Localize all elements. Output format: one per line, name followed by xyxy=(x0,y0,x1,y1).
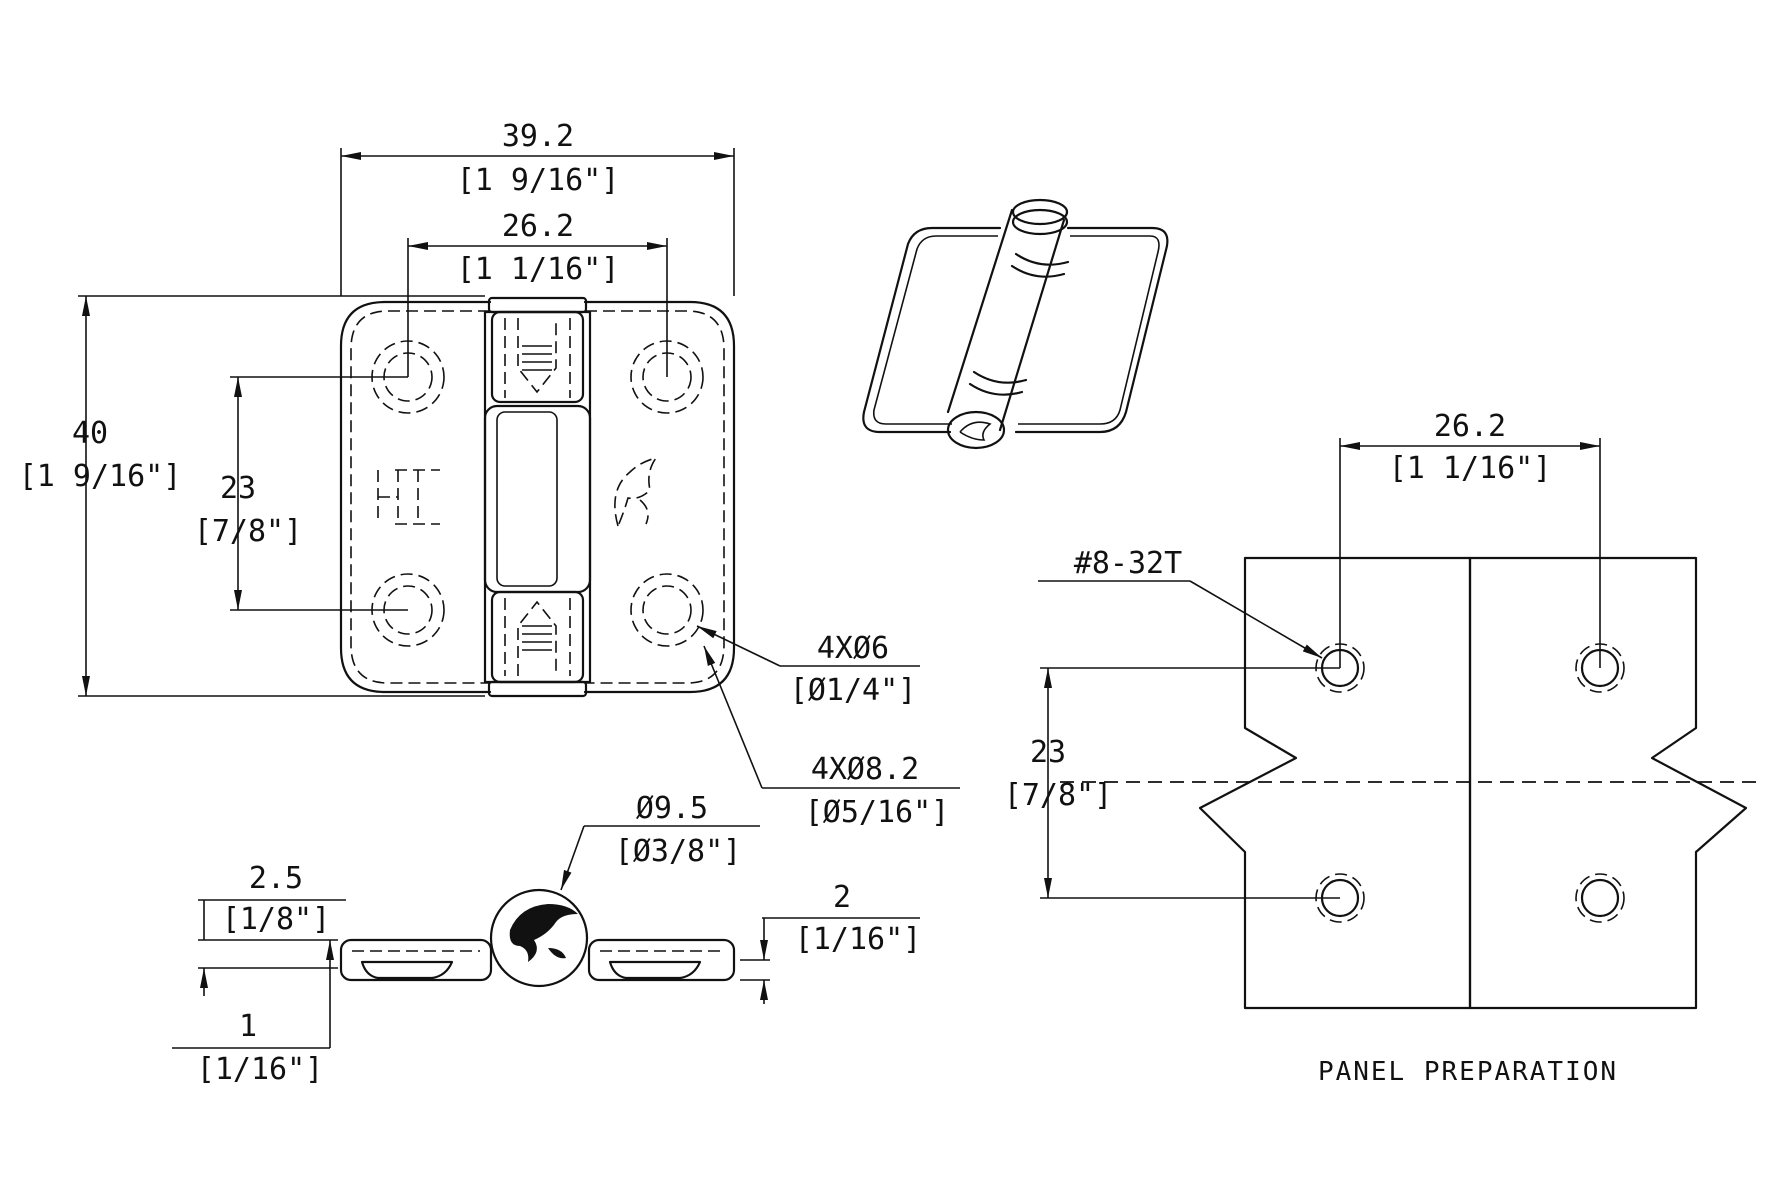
dim-leaf-thickness xyxy=(198,899,346,996)
leader-hole-dia xyxy=(696,625,920,667)
dim-overall-width-inch: [1 9/16"] xyxy=(457,163,620,198)
dim-plate-thickness-value: 2 xyxy=(833,880,851,915)
front-view: 39.2 [1 9/16"] 26.2 [1 1/16"] 40 [1 9/16… xyxy=(19,119,960,830)
dim-panel-hole-spacing-v-value: 23 xyxy=(1030,735,1066,770)
leader-boss-dia-inch: [Ø5/16"] xyxy=(805,795,950,830)
dim-plate-thickness-inch: [1/16"] xyxy=(795,922,921,957)
dim-hole-spacing-h xyxy=(407,238,668,377)
dim-panel-hole-spacing-h xyxy=(1339,438,1601,668)
iso-left-leaf xyxy=(862,226,1002,434)
bottom-screw-hidden xyxy=(504,598,571,676)
leader-hole-dia-inch: [Ø1/4"] xyxy=(790,673,916,708)
knuckle-middle-inner xyxy=(496,411,558,587)
top-screw-hidden xyxy=(504,318,571,398)
dim-leaf-thickness-value: 2.5 xyxy=(249,861,303,896)
leader-knuckle-dia-inch: [Ø3/8"] xyxy=(615,834,741,869)
dim-hole-spacing-v xyxy=(230,376,408,611)
iso-pin-end xyxy=(946,410,1006,450)
leader-thread-value: #8-32T xyxy=(1074,546,1182,581)
side-dolphin-logo xyxy=(509,904,578,962)
iso-pin-body xyxy=(946,208,1066,432)
panel-preparation-view: 26.2 [1 1/16"] #8-32T 23 [7/8"] PANEL PR… xyxy=(1004,409,1764,1087)
dim-panel-hole-spacing-v xyxy=(1040,667,1340,899)
dim-plate-thickness xyxy=(740,917,920,1004)
knuckle-bottom-segment xyxy=(490,590,585,684)
panel-caption: PANEL PREPARATION xyxy=(1318,1057,1618,1087)
dim-overall-height-inch: [1 9/16"] xyxy=(19,459,182,494)
leader-knuckle-dia xyxy=(560,825,760,891)
dim-panel-hole-spacing-h-inch: [1 1/16"] xyxy=(1389,451,1552,486)
dim-hole-spacing-v-inch: [7/8"] xyxy=(194,514,302,549)
dim-hole-spacing-v-value: 23 xyxy=(220,471,256,506)
pin-top-cap xyxy=(487,296,588,314)
left-leaf-hidden-edge xyxy=(350,310,490,684)
h-logo-mark xyxy=(377,469,440,525)
dim-overall-width-value: 39.2 xyxy=(502,119,574,154)
panel-left-outline xyxy=(1198,556,1472,1010)
dim-panel-hole-spacing-v-inch: [7/8"] xyxy=(1004,778,1112,813)
knuckle-top-segment xyxy=(490,310,585,404)
dim-gap xyxy=(172,940,334,1049)
panel-right-outline xyxy=(1468,556,1748,1010)
side-right-leaf xyxy=(587,938,736,982)
leader-hole-dia-value: 4XØ6 xyxy=(817,631,889,666)
right-leaf-outline xyxy=(583,300,736,694)
leader-knuckle-dia-value: Ø9.5 xyxy=(636,791,708,826)
right-leaf-hidden-edge xyxy=(585,310,725,684)
dim-overall-height xyxy=(78,295,485,697)
dim-gap-inch: [1/16"] xyxy=(197,1052,323,1087)
left-leaf-outline xyxy=(339,300,492,694)
dim-hole-spacing-h-value: 26.2 xyxy=(502,209,574,244)
dim-leaf-thickness-inch: [1/8"] xyxy=(222,902,330,937)
dim-hole-spacing-h-inch: [1 1/16"] xyxy=(457,252,620,287)
side-view: Ø9.5 [Ø3/8"] 2.5 [1/8"] 2 [1/16"] 1 [1/1 xyxy=(172,791,921,1087)
iso-right-leaf xyxy=(1014,226,1169,434)
dolphin-logo-mark xyxy=(614,456,658,527)
iso-pin-top xyxy=(1011,198,1069,226)
side-knuckle xyxy=(489,888,589,988)
dim-gap-value: 1 xyxy=(239,1009,257,1044)
leader-boss-dia-value: 4XØ8.2 xyxy=(811,752,919,787)
panel-hole-bottom-right xyxy=(1575,873,1625,923)
knuckle-middle-segment xyxy=(483,404,592,594)
dim-overall-height-value: 40 xyxy=(72,416,108,451)
front-hole-bottom-right xyxy=(630,573,704,647)
leader-thread xyxy=(1038,580,1323,659)
side-left-leaf xyxy=(339,938,493,982)
dim-overall-width xyxy=(340,148,735,296)
pin-bottom-cap xyxy=(487,680,588,698)
leader-boss-dia xyxy=(703,645,960,789)
isometric-view xyxy=(862,198,1169,450)
dim-panel-hole-spacing-h-value: 26.2 xyxy=(1434,409,1506,444)
